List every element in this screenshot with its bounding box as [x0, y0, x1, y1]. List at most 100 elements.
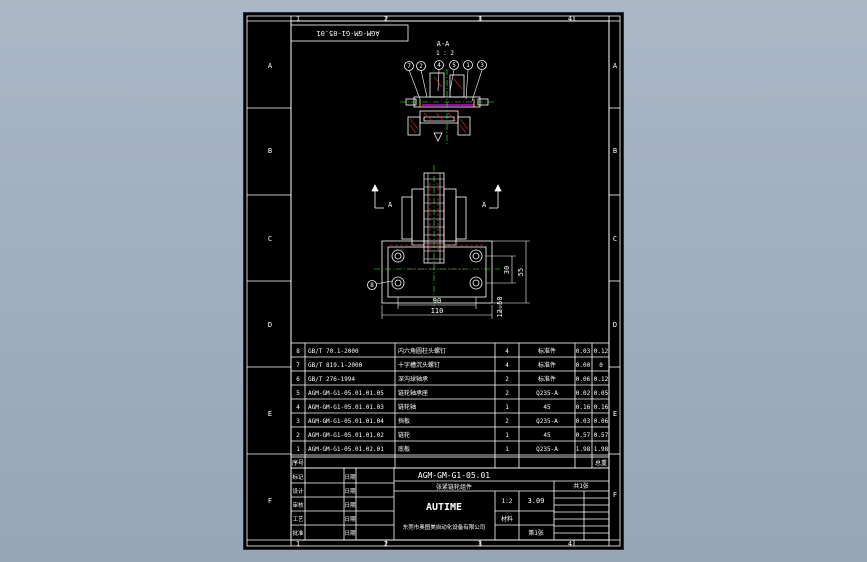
- bom-header-no: 序号: [292, 459, 304, 467]
- bom-cell-total: 0.12: [594, 376, 609, 383]
- section-view: A-A 1 : 2 7 2 4 5 1 3: [400, 40, 494, 145]
- bom-cell-code: GB/T 70.1-2000: [308, 348, 359, 355]
- tb-date-3: 日期: [344, 502, 356, 509]
- bom-cell-code: GB/T 819.1-2000: [308, 362, 363, 369]
- right-label-e: E: [613, 410, 617, 418]
- bom-cell-name: 十字槽沉头螺钉: [398, 361, 440, 369]
- tb-label-mark: 标记: [292, 473, 304, 481]
- tb-label-process: 工艺: [292, 516, 304, 523]
- technical-drawing: 1 2 3 4 1 2 3 4 A B C D E F A B C D E F …: [246, 15, 621, 548]
- right-label-c: C: [613, 235, 617, 243]
- bom-cell-name: 链轮轴承座: [398, 389, 428, 397]
- tb-label-approve: 批准: [292, 529, 304, 537]
- bom-cell-unit: 0.57: [576, 432, 591, 439]
- bom-cell-total: 0.05: [594, 390, 609, 397]
- bom-cell-total: 1.98: [594, 446, 609, 453]
- scale-value: 1:2: [502, 498, 513, 505]
- zone-labels: 1 2 3 4 1 2 3 4 A B C D E F A B C D E F: [268, 15, 618, 548]
- dimension-12-50: 12.50: [496, 296, 504, 317]
- page-number: 第1张: [528, 529, 544, 537]
- bom-cell-qty: 2: [505, 418, 509, 425]
- balloon-3: 3: [480, 62, 484, 69]
- bom-cell-name: 内六角圆柱头螺钉: [398, 347, 446, 355]
- tb-date-4: 日期: [344, 516, 356, 523]
- bom-cell-total: 0.57: [594, 432, 609, 439]
- dimension-30: 30: [503, 266, 511, 274]
- part-name: 张紧链轮组件: [436, 483, 472, 491]
- bom-cell-total: 0: [599, 362, 603, 369]
- bom-cell-material: Q235-A: [536, 418, 558, 425]
- right-label-d: D: [613, 321, 617, 329]
- left-label-f: F: [268, 497, 272, 505]
- right-label-f: F: [613, 491, 617, 499]
- drawing-sheet: 1 2 3 4 1 2 3 4 A B C D E F A B C D E F …: [244, 13, 623, 549]
- bom-cell-name: 深沟球轴承: [398, 375, 428, 383]
- balloon-7: 7: [407, 63, 411, 70]
- bom-cell-qty: 1: [505, 446, 509, 453]
- bom-cell-name: 底板: [398, 445, 410, 453]
- corner-code: AGM-GM-G1-05.01: [316, 29, 379, 37]
- bom-cell-total: 0.16: [594, 404, 609, 411]
- left-label-c: C: [268, 235, 272, 243]
- company-name: 东莞市奥图美自动化设备有限公司: [403, 523, 486, 531]
- bom-cell-material: Q235-A: [536, 446, 558, 453]
- bom-cell-code: AGM-GM-G1-05.01.01.05: [308, 390, 384, 397]
- bottom-label-1: 1: [296, 540, 300, 548]
- top-label-1: 1: [296, 15, 300, 23]
- bom-cell-unit: 0.02: [576, 390, 591, 397]
- dimension-55: 55: [517, 268, 525, 276]
- bom-cell-material: 45: [543, 404, 551, 411]
- section-scale: 1 : 2: [436, 50, 454, 57]
- balloon-8: 8: [370, 282, 374, 289]
- dimension-110: 110: [431, 307, 444, 315]
- material-label: 材料: [501, 515, 513, 523]
- bom-cell-no: 6: [296, 376, 300, 383]
- bom-cell-no: 1: [296, 446, 300, 453]
- top-label-2: 2: [384, 15, 388, 23]
- bom-cell-no: 2: [296, 432, 300, 439]
- left-label-d: D: [268, 321, 272, 329]
- bom-cell-no: 4: [296, 404, 300, 411]
- company-logo: AUTIME: [426, 502, 462, 513]
- bom-cell-total: 0.12: [594, 348, 609, 355]
- bom-cell-qty: 1: [505, 404, 509, 411]
- bom-cell-no: 8: [296, 348, 300, 355]
- bom-cell-qty: 2: [505, 376, 509, 383]
- title-block: AGM-GM-G1-05.01 张紧链轮组件 AUTIME 东莞市奥图美自动化设…: [290, 467, 610, 541]
- right-label-b: B: [613, 147, 617, 155]
- bom-cell-material: 45: [543, 432, 551, 439]
- left-label-e: E: [268, 410, 272, 418]
- bom-cell-material: 标准件: [538, 347, 556, 355]
- balloon-5: 5: [452, 62, 456, 69]
- balloon-2: 2: [419, 63, 423, 70]
- bottom-label-2: 2: [384, 540, 388, 548]
- bom-cell-unit: 0.16: [576, 404, 591, 411]
- bom-cell-unit: 0.03: [576, 348, 591, 355]
- top-label-3: 3: [478, 15, 482, 23]
- left-label-a: A: [268, 62, 273, 70]
- dimension-90: 90: [433, 297, 441, 305]
- tb-label-design: 设计: [292, 487, 304, 495]
- weight-value: 3.09: [528, 497, 545, 505]
- tb-date-1: 日期: [344, 474, 356, 481]
- bom-cell-qty: 4: [505, 348, 509, 355]
- bom-cell-code: AGM-GM-G1-05.01.01.02: [308, 432, 384, 439]
- right-label-a: A: [613, 62, 618, 70]
- bom-header-total: 总重: [595, 459, 607, 467]
- bom-cell-no: 3: [296, 418, 300, 425]
- top-label-4: 4: [568, 15, 572, 23]
- drawing-number: AGM-GM-G1-05.01: [418, 471, 490, 480]
- bom-cell-qty: 2: [505, 390, 509, 397]
- balloon-1: 1: [466, 62, 470, 69]
- bottom-label-4: 4: [568, 540, 572, 548]
- bom-cell-material: 标准件: [538, 361, 556, 369]
- bom-cell-material: 标准件: [538, 375, 556, 383]
- bom-cell-total: 0.06: [594, 418, 609, 425]
- bom-cell-unit: 0.00: [576, 362, 591, 369]
- bom-cell-material: Q235-A: [536, 390, 558, 397]
- section-mark-left: A: [388, 201, 393, 209]
- bom-cell-unit: 1.98: [576, 446, 591, 453]
- bom-cell-no: 5: [296, 390, 300, 397]
- left-label-b: B: [268, 147, 272, 155]
